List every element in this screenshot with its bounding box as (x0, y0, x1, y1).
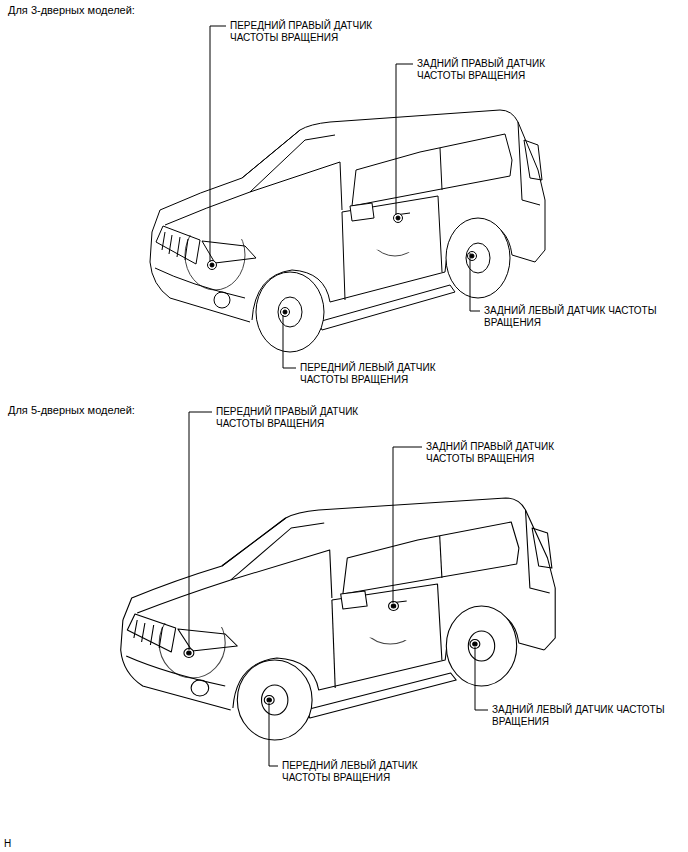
sensor-label: ПЕРЕДНИЙ ПРАВЫЙ ДАТЧИК ЧАСТОТЫ ВРАЩЕНИЯ (216, 406, 391, 430)
sensor-label: ЗАДНИЙ ПРАВЫЙ ДАТЧИК ЧАСТОТЫ ВРАЩЕНИЯ (417, 58, 592, 82)
leader-line (393, 447, 422, 603)
sensor-label: ПЕРЕДНИЙ ЛЕВЫЙ ДАТЧИК ЧАСТОТЫ ВРАЩЕНИЯ (282, 760, 457, 784)
sensor-label: ЗАДНИЙ ПРАВЫЙ ДАТЧИК ЧАСТОТЫ ВРАЩЕНИЯ (426, 441, 601, 465)
sensor-label: ПЕРЕДНИЙ ПРАВЫЙ ДАТЧИК ЧАСТОТЫ ВРАЩЕНИЯ (230, 20, 405, 44)
sensor-label: ЗАДНИЙ ЛЕВЫЙ ДАТЧИК ЧАСТОТЫ ВРАЩЕНИЯ (484, 305, 659, 329)
leader-line (475, 647, 488, 710)
vehicle-5-door (121, 498, 556, 740)
leader-line (269, 703, 278, 766)
leader-line (210, 26, 226, 262)
section-heading: Для 5-дверных моделей: (8, 404, 135, 417)
leader-line (470, 253, 480, 311)
leader-lines (189, 26, 488, 766)
sensor-label: ЗАДНИЙ ЛЕВЫЙ ДАТЧИК ЧАСТОТЫ ВРАЩЕНИЯ (492, 704, 667, 728)
leader-line (189, 412, 212, 650)
leader-line (396, 64, 413, 215)
section-heading: Для 3-дверных моделей: (8, 4, 135, 17)
leader-line (283, 315, 296, 368)
sensor-label: ПЕРЕДНИЙ ЛЕВЫЙ ДАТЧИК ЧАСТОТЫ ВРАЩЕНИЯ (300, 362, 475, 386)
figure-code: H (4, 838, 11, 850)
